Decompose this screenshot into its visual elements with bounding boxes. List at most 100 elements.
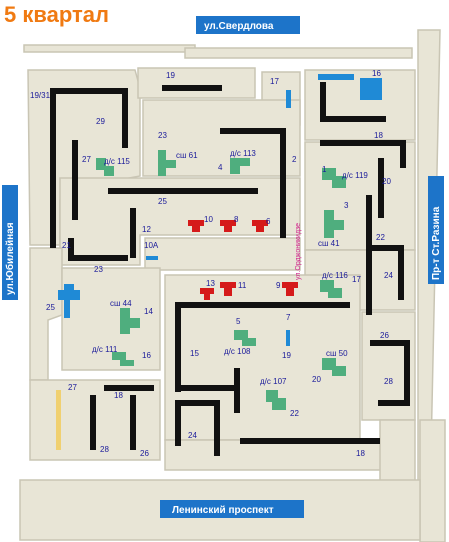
label-15: 15 — [190, 349, 199, 358]
label-11: 11 — [238, 281, 247, 290]
label-21: 21 — [62, 241, 71, 250]
label-sh44: сш 44 — [110, 299, 132, 308]
ordzhonikidze-label: ул.Орджоникидзе — [295, 223, 302, 280]
building-19-blue — [286, 330, 290, 346]
facility-labels: д/с 115 сш 61 д/с 113 д/с 119 сш 41 д/с … — [92, 149, 368, 386]
building-22-a — [366, 195, 372, 315]
label-20a: 20 — [382, 177, 391, 186]
kindergarten-116 — [320, 280, 342, 298]
leninsky-label: Ленинский проспект — [172, 505, 274, 516]
label-16b: 16 — [142, 351, 151, 360]
building-8 — [220, 220, 236, 232]
school-61 — [158, 150, 176, 176]
label-26b: 26 — [140, 449, 149, 458]
label-25a: 25 — [158, 197, 167, 206]
label-27a: 27 — [82, 155, 91, 164]
building-18-b — [400, 140, 406, 168]
building-16-b — [326, 116, 386, 122]
label-9: 9 — [276, 281, 281, 290]
residential-buildings — [50, 82, 410, 456]
building-16-a — [320, 82, 326, 122]
label-ds113: д/с 113 — [230, 149, 256, 158]
building-18-d — [240, 438, 380, 444]
label-10: 10 — [204, 215, 213, 224]
razina-bg — [428, 176, 444, 284]
label-28b: 28 — [100, 445, 109, 454]
label-26a: 26 — [380, 331, 389, 340]
label-sh61: сш 61 — [176, 151, 198, 160]
block-16 — [304, 69, 416, 141]
school-44 — [120, 308, 140, 334]
yubileynaya-bg — [2, 185, 18, 300]
label-6: 6 — [266, 217, 271, 226]
building-24-c — [214, 406, 220, 456]
building-15-b — [181, 385, 236, 391]
north-road-left — [23, 44, 196, 53]
sverdlova-bg — [196, 16, 300, 34]
school-41 — [324, 210, 344, 238]
commercial-buildings — [188, 220, 298, 300]
north-road-right — [184, 47, 413, 59]
building-26 — [370, 340, 410, 346]
label-17a: 17 — [270, 77, 279, 86]
label-18c: 18 — [356, 449, 365, 458]
building-15-a — [175, 302, 181, 392]
block-east-1 — [304, 141, 416, 251]
building-27 — [72, 140, 78, 220]
label-12: 12 — [142, 225, 151, 234]
label-14: 14 — [144, 307, 153, 316]
label-7: 7 — [286, 313, 291, 322]
label-27b: 27 — [68, 383, 77, 392]
building-number-labels: 19/31 29 19 17 16 23 2 18 27 4 1 20 25 1… — [30, 69, 393, 458]
label-23b: 23 — [94, 265, 103, 274]
building-16-strip — [318, 74, 354, 80]
label-22a: 22 — [376, 233, 385, 242]
label-ds107: д/с 107 — [260, 377, 287, 386]
kindergarten-113 — [230, 158, 250, 174]
building-29 — [122, 88, 128, 148]
label-18b: 18 — [114, 391, 123, 400]
building-10 — [188, 220, 204, 232]
label-2: 2 — [292, 155, 297, 164]
building-6 — [252, 220, 268, 232]
label-20b: 20 — [312, 375, 321, 384]
blue-buildings — [58, 74, 382, 346]
block-west — [29, 247, 63, 381]
building-19 — [162, 85, 222, 91]
label-4: 4 — [218, 163, 223, 172]
building-19-31-b — [56, 88, 126, 94]
label-13: 13 — [206, 279, 215, 288]
page-title: 5 квартал — [4, 2, 109, 27]
sverdlova-label: ул.Свердлова — [204, 21, 274, 32]
label-ds119: д/с 119 — [342, 171, 368, 180]
building-23 — [68, 255, 128, 261]
kindergarten-107 — [266, 390, 286, 410]
building-19-31-a — [50, 88, 56, 248]
label-sh50: сш 50 — [326, 349, 348, 358]
building-18-a — [320, 140, 405, 146]
block-north-center — [137, 67, 256, 99]
label-sh41: сш 41 — [318, 239, 340, 248]
label-1: 1 — [322, 165, 327, 174]
road-se — [419, 419, 446, 542]
building-2-a — [220, 128, 285, 134]
label-22b: 22 — [290, 409, 299, 418]
label-19b: 19 — [282, 351, 291, 360]
building-16-blue — [360, 78, 382, 100]
building-9 — [282, 282, 298, 296]
kindergarten-115 — [96, 158, 114, 176]
label-29: 29 — [96, 117, 105, 126]
label-ds115-text: д/с 115 — [104, 157, 130, 166]
razina-label: Пр-т Ст.Разина — [431, 206, 442, 280]
building-7 — [180, 302, 350, 308]
label-ds111: д/с 111 — [92, 345, 118, 354]
label-5: 5 — [236, 317, 241, 326]
building-25 — [108, 188, 258, 194]
block-west-middle — [61, 267, 161, 371]
building-18-b — [104, 385, 154, 391]
label-19: 19 — [166, 71, 175, 80]
building-24-d — [175, 406, 181, 446]
public-buildings — [96, 150, 346, 410]
building-11 — [220, 282, 236, 296]
